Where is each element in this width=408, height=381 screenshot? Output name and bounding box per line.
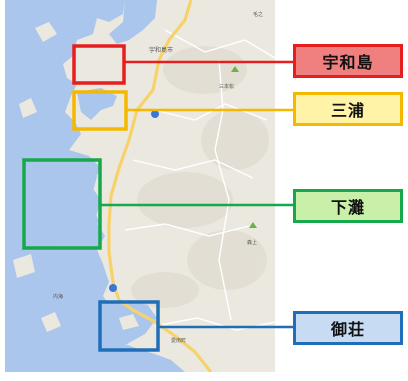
label-uwajima: 宇和島 [293, 44, 403, 78]
label-shimonada: 下灘 [293, 189, 403, 223]
island-1 [35, 22, 57, 42]
sea-area [5, 0, 185, 372]
uwajima-bay [109, 0, 157, 44]
minor-roads [124, 29, 275, 331]
poi-icon-south [249, 222, 257, 228]
route-marker-south [109, 284, 117, 292]
island-2 [19, 98, 37, 118]
route-marker-56 [151, 110, 159, 118]
island-3 [13, 254, 35, 278]
map-label-north: 毛之 [253, 11, 263, 18]
map-label-east: 三本松 [219, 83, 234, 90]
map-label-city: 宇和島市 [149, 46, 173, 54]
map-canvas: 宇和島市 三本松 毛之 森上 内海 愛南町 [5, 0, 275, 372]
poi-icon-north [231, 66, 239, 72]
terrain-shading [131, 46, 269, 308]
label-misho: 御荘 [293, 311, 403, 345]
map-label-town: 愛南町 [171, 337, 186, 344]
map-panel[interactable]: 宇和島市 三本松 毛之 森上 内海 愛南町 [5, 0, 275, 372]
map-label-west: 内海 [53, 293, 63, 300]
label-miura: 三浦 [293, 92, 403, 126]
island-4 [41, 312, 61, 332]
shimonada-inlet [27, 160, 99, 244]
map-label-mid: 森上 [247, 239, 257, 246]
